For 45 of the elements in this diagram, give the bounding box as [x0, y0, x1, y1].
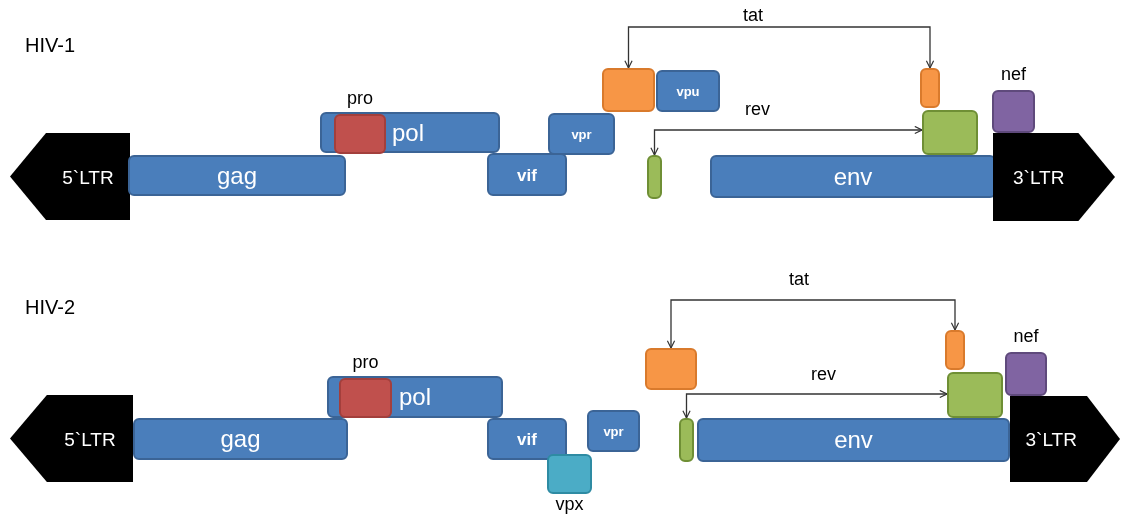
- gene-label: vpr: [602, 424, 625, 438]
- gene-label: vif: [516, 166, 538, 183]
- gene-label: 5`LTR: [63, 429, 117, 448]
- gene-label: 3`LTR: [1024, 429, 1078, 449]
- connector-arrow: [666, 299, 960, 349]
- edge-label: tat: [740, 6, 766, 24]
- gene-label: pro: [346, 89, 374, 107]
- exon-box: [645, 348, 697, 390]
- gene-box: [656, 70, 720, 112]
- gene-label: vif: [516, 430, 538, 448]
- gene-box: [548, 113, 615, 155]
- exon-box: [945, 330, 965, 370]
- gene-label: pol: [399, 385, 432, 409]
- gene-label: 5`LTR: [61, 167, 115, 186]
- gene-label: pol: [392, 120, 425, 145]
- connector-arrow: [624, 26, 935, 69]
- gene-label: pro: [351, 353, 380, 371]
- gene-box: [487, 153, 567, 196]
- gene-label: vpr: [570, 127, 593, 141]
- gene-label: gag: [215, 163, 258, 188]
- gene-box: [487, 418, 567, 460]
- connector-arrow: [682, 389, 948, 419]
- edge-label: tat: [786, 270, 812, 288]
- gene-label: vpu: [675, 84, 701, 98]
- gene-label: nef: [1012, 327, 1040, 345]
- gene-box: [133, 418, 348, 460]
- gene-label: 3`LTR: [1012, 167, 1066, 187]
- gene-box: [710, 155, 996, 198]
- gene-label: env: [833, 428, 874, 452]
- gene-label: vpx: [554, 495, 585, 513]
- gene-label: nef: [1000, 65, 1027, 83]
- genome-title: HIV-2: [25, 296, 76, 319]
- exon-box: [679, 418, 694, 462]
- exon-box: [602, 68, 655, 112]
- genome-title: HIV-1: [25, 34, 76, 57]
- gene-box: [697, 418, 1010, 462]
- connector-arrow: [650, 125, 923, 156]
- gene-box: [587, 410, 640, 452]
- exon-box: [920, 68, 940, 108]
- gene-box: [128, 155, 346, 196]
- exon-box: [922, 110, 978, 155]
- gene-label: env: [832, 164, 874, 189]
- exon-box: [647, 155, 662, 199]
- exon-box: [947, 372, 1003, 418]
- gene-label: gag: [219, 427, 262, 451]
